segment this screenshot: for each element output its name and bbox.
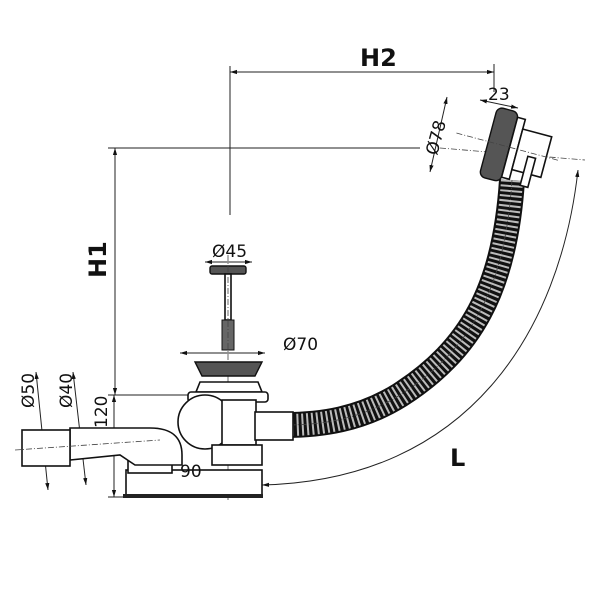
plug-diameter-label: Ø45 [212,242,247,262]
drain-body [123,361,294,498]
overflow-width-label: 23 [488,85,510,105]
corrugated-hose [284,179,525,438]
hose-length-label: L [450,444,465,472]
trap-height-label: 120 [92,396,112,428]
drain-plug [209,255,247,500]
h2-dimension [229,64,495,215]
h1-label: H1 [84,241,112,278]
overflow-diameter-label: Ø78 [423,118,451,157]
h1-dimension [108,147,586,395]
hose-length-dimension [261,169,580,487]
overflow-assembly [456,107,558,189]
overflow-diameter-dimension [429,96,448,173]
outlet-offset-label: 90 [180,462,202,482]
outlet-inner-diameter-label: Ø40 [57,373,77,408]
outlet-pipe [14,427,183,467]
flange-diameter-label: Ø70 [283,335,318,355]
overflow-width-dimension [479,99,519,109]
outlet-outer-diameter-label: Ø50 [19,373,39,408]
h2-label: H2 [360,44,397,72]
